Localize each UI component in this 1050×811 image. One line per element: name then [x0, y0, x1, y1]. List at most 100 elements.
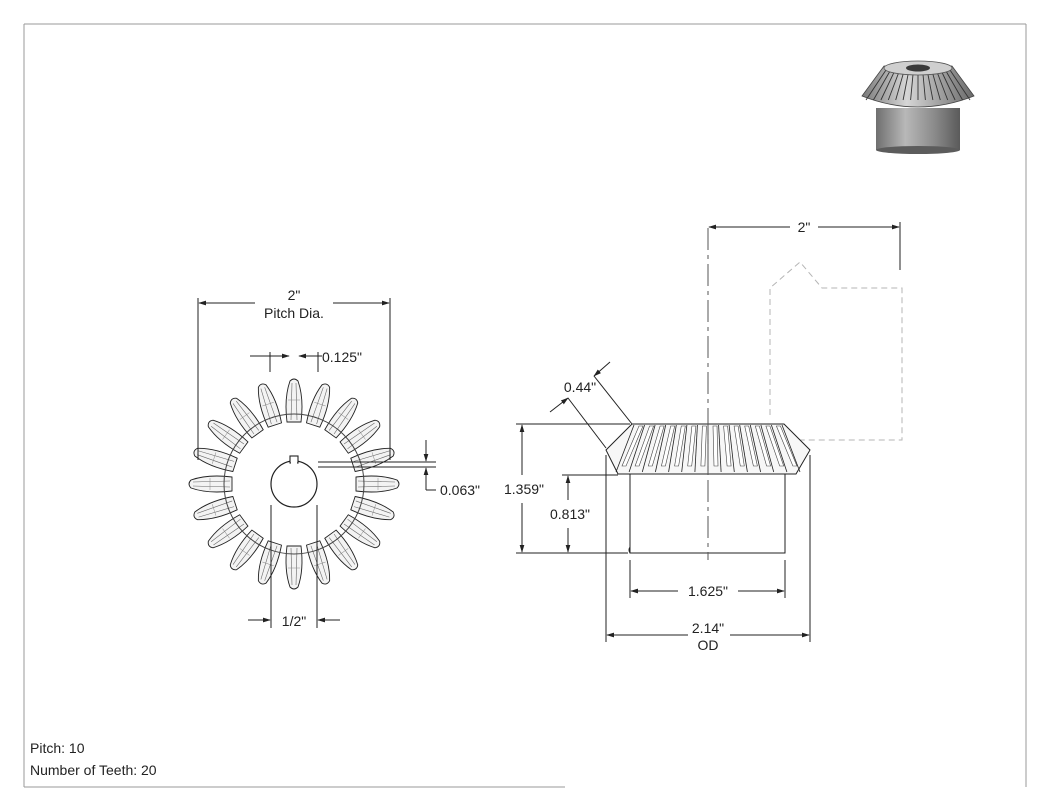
side-tooth-line [694, 424, 698, 473]
tooth-shape [285, 378, 303, 423]
side-tooth-line [781, 424, 801, 473]
side-dimension-labels: 2" 0.44" 1.359" 0.813" 1.625" 2.14" OD [504, 219, 810, 653]
gear-tooth [355, 475, 400, 493]
thumb-tooth-line [865, 69, 887, 101]
front-dimensions [197, 298, 436, 628]
tooth-shape [324, 397, 359, 439]
side-tooth-groove [687, 425, 697, 467]
teeth-count-note: Number of Teeth: 20 [30, 762, 157, 778]
thumb-tooth-line [887, 69, 901, 101]
od-label: OD [698, 637, 719, 653]
keyway-width-label: 0.125" [322, 349, 362, 365]
side-tooth-groove [754, 425, 771, 467]
tooth-cross-line [314, 402, 326, 407]
thumb-tooth-line [873, 69, 891, 101]
side-tooth-line [760, 424, 775, 473]
keyway-slot [289, 455, 299, 464]
side-tooth-groove [775, 425, 798, 467]
side-tooth-groove [647, 425, 665, 467]
hub-height-label: 0.813" [550, 506, 590, 522]
side-view-gear [605, 228, 903, 560]
pitch-note: Pitch: 10 [30, 740, 85, 756]
side-tooth-line [641, 424, 656, 473]
side-tooth-line [739, 424, 748, 473]
tooth-cross-line [338, 548, 349, 556]
side-tooth-line [771, 424, 788, 473]
front-dimension-labels: 2" Pitch Dia. 0.125" 0.063" 1/2" [264, 287, 480, 629]
overall-width-label: 2" [798, 219, 811, 235]
face-width-label: 0.44" [564, 379, 596, 395]
tooth-shape [229, 529, 264, 571]
drawing-border [23, 23, 1027, 788]
side-tooth-line [718, 424, 722, 473]
tooth-cross-line [262, 402, 274, 407]
side-tooth-groove [723, 425, 732, 467]
mating-gear-outline [769, 261, 903, 441]
gear-tooth [207, 514, 249, 549]
gear-tooth [188, 475, 233, 493]
tooth-shape [207, 419, 249, 454]
tooth-shape [339, 514, 381, 549]
thumb-tooth-line [940, 69, 956, 101]
tooth-shape [324, 529, 359, 571]
bore-label: 1/2" [282, 613, 306, 629]
tooth-cross-line [338, 412, 349, 420]
tooth-cross-line [239, 548, 250, 556]
pitch-dia-label: Pitch Dia. [264, 305, 324, 321]
tooth-shape [339, 419, 381, 454]
side-tooth-line [749, 424, 761, 473]
od-value-label: 2.14" [692, 620, 724, 636]
thumb-tooth-line [949, 69, 971, 101]
side-tooth-line [615, 424, 635, 473]
side-tooth-line [628, 424, 645, 473]
tooth-cross-line [358, 429, 366, 440]
tooth-cross-line [212, 504, 217, 516]
side-tooth-groove [661, 425, 676, 467]
thumb-tooth-line [935, 69, 949, 101]
gear-tooth [229, 529, 264, 571]
thumb-tooth-line [931, 69, 941, 101]
front-view-gear [188, 378, 400, 590]
side-dimensions [516, 222, 901, 642]
side-tooth-line [681, 424, 688, 473]
gear-teeth [188, 378, 400, 590]
side-teeth [615, 424, 801, 473]
tooth-cross-line [371, 504, 376, 516]
tooth-shape [188, 475, 233, 493]
thumb-tooth-line [945, 69, 963, 101]
tooth-cross-line [212, 452, 217, 464]
side-tooth-groove [621, 425, 644, 467]
hub-diameter-label: 1.625" [688, 583, 728, 599]
bore-circle [270, 460, 318, 508]
hub-circle [223, 413, 365, 555]
gear-tooth [285, 378, 303, 423]
tooth-cross-line [222, 528, 230, 539]
gear-tooth [285, 545, 303, 590]
side-tooth-line [655, 424, 667, 473]
tooth-cross-line [314, 561, 326, 566]
side-tooth-groove [765, 425, 785, 467]
side-tooth-groove [712, 425, 719, 467]
thumb-tooth-line [880, 69, 896, 101]
side-tooth-line [668, 424, 677, 473]
thumb-tooth-line [895, 69, 905, 101]
side-tooth-groove [733, 425, 745, 467]
side-tooth-groove [700, 425, 707, 467]
side-tooth-groove [634, 425, 655, 467]
keyway-depth-label: 0.063" [440, 482, 480, 498]
tooth-shape [355, 475, 400, 493]
overall-height-label: 1.359" [504, 481, 544, 497]
tooth-shape [229, 397, 264, 439]
side-tooth-groove [744, 425, 758, 467]
pitch-dia-value: 2" [288, 287, 301, 303]
tooth-cross-line [358, 528, 366, 539]
side-tooth-groove [674, 425, 686, 467]
tooth-cross-line [222, 429, 230, 440]
tooth-cross-line [262, 561, 274, 566]
tooth-cross-line [239, 412, 250, 420]
side-tooth-line [728, 424, 735, 473]
bevel-gear-3d-preview-icon [861, 60, 975, 154]
tooth-shape [207, 514, 249, 549]
tooth-shape [285, 545, 303, 590]
